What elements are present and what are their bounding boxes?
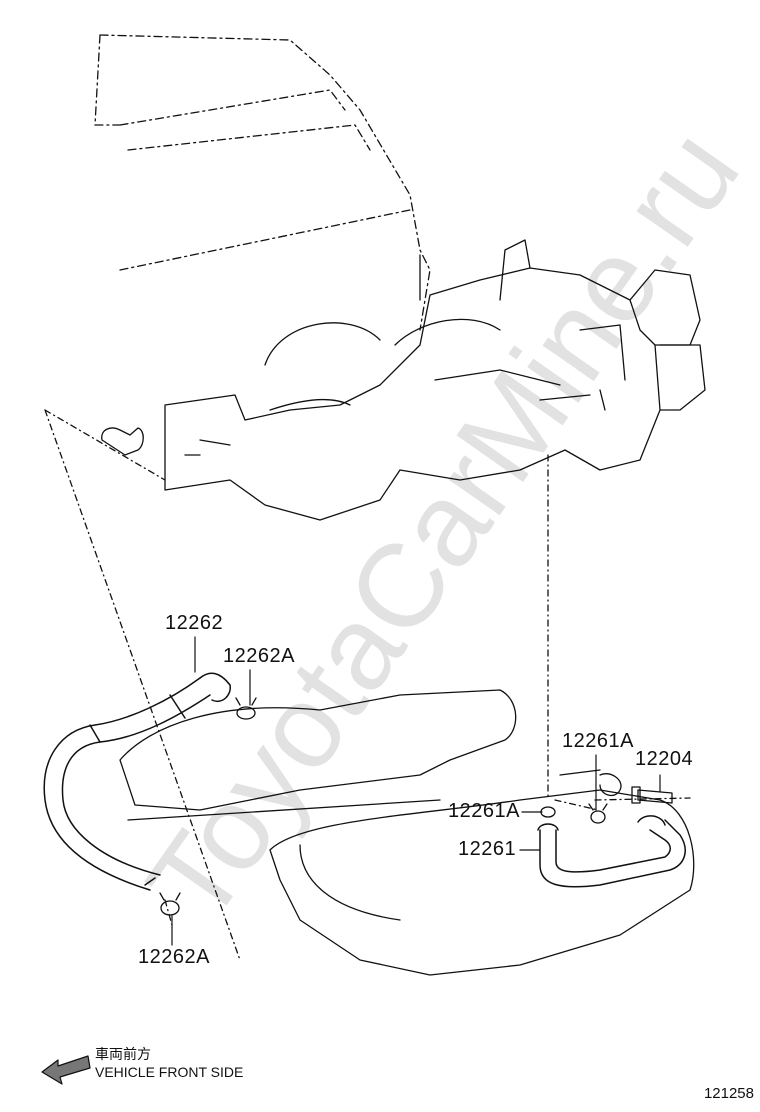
- engine-cover: [94, 34, 431, 331]
- clamp-12262A-top: [235, 697, 257, 720]
- front-arrow-icon: [41, 1055, 91, 1085]
- cylinder-head-cover: [119, 689, 695, 976]
- diagram-code: 121258: [703, 1085, 754, 1102]
- clamp-12261A-right: [588, 803, 608, 824]
- intake-manifold: [164, 239, 706, 521]
- part-label-12204: 12204: [635, 748, 694, 770]
- part-label-12262A-bottom: 12262A: [138, 946, 210, 968]
- label-leaders: [171, 636, 661, 946]
- pcv-valve-12204: [631, 786, 673, 804]
- part-label-12262: 12262: [165, 612, 224, 634]
- part-label-12261A-top: 12261A: [562, 730, 634, 752]
- dashed-leaders: [44, 409, 691, 961]
- part-label-12262A-top: 12262A: [223, 645, 295, 667]
- part-label-12261A-left: 12261A: [448, 800, 520, 822]
- part-label-12261: 12261: [458, 838, 517, 860]
- clamp-12261A-left: [540, 806, 556, 818]
- hose-12261: [537, 815, 686, 888]
- clamp-12262A-bottom: [159, 892, 181, 916]
- front-side-english: VEHICLE FRONT SIDE: [95, 1064, 244, 1080]
- front-side-japanese: 車両前方: [95, 1047, 151, 1063]
- elbow-fitting: [101, 427, 144, 456]
- hose-12262: [43, 672, 231, 891]
